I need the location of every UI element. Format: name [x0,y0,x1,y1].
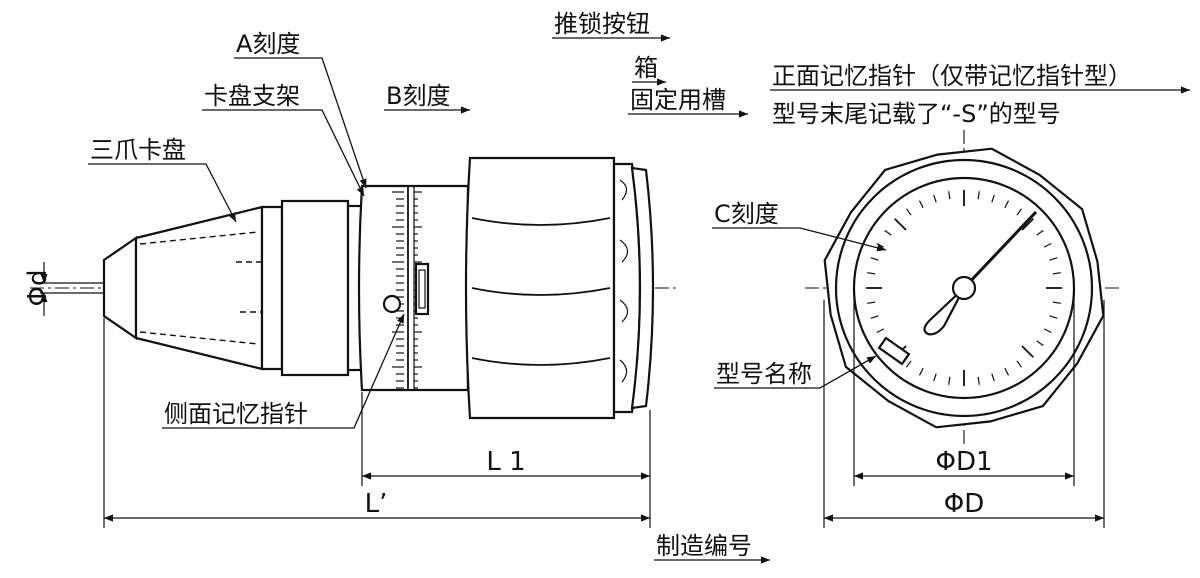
c-scale-tick [1016,360,1023,368]
label-model-name: 型号名称 [716,360,812,388]
housing-hex [464,156,616,420]
chuck-bracket-body [280,199,350,377]
c-scale-tick [1052,301,1061,304]
dim-phi-d1: ΦD1 [935,447,992,477]
c-scale-tick [1043,328,1052,334]
label-front-memory-pointer-2: 型号末尾记载了“-S”的型号 [772,100,1061,128]
c-scale-tick [1021,345,1034,358]
c-scale-tick [867,272,876,275]
leader-chuck-bracket [202,109,365,197]
text-labels: A刻度 推锁按钮 箱 固定用槽 卡盘支架 B刻度 三爪卡盘 侧面记忆指针 正面记… [23,10,1132,560]
c-scale-tick [977,191,980,200]
c-scale-tick [933,373,937,382]
c-scale-tick [933,194,937,203]
pointer-hub [951,275,977,301]
label-three-jaw-chuck: 三爪卡盘 [90,136,186,164]
c-scale-tick [1016,208,1023,216]
chuck-nose [102,235,138,341]
chuck-cone [134,205,264,371]
leader-side-pointer [162,313,405,429]
c-scale-tick [894,218,907,231]
c-scale-tick [870,315,879,319]
leader-model-name [714,355,877,389]
c-scale-tick [870,257,879,261]
label-c-scale: C刻度 [714,200,779,228]
label-side-memory-pointer: 侧面记忆指针 [164,400,308,428]
label-serial-number: 制造编号 [656,532,752,560]
dim-phi-d: Φd [23,270,53,307]
side-view [30,156,680,420]
main-pointer [923,287,965,336]
c-scale-tick [1052,272,1061,275]
dimension-lines [40,262,1105,528]
c-scale-tick [884,229,892,236]
c-scale-tick [1021,218,1034,231]
front-view [805,130,1120,445]
c-scale-tick [977,376,980,385]
leader-three-jaw [88,163,237,223]
label-a-scale: A刻度 [236,30,300,58]
label-box: 箱 [634,54,658,82]
label-b-scale: B刻度 [386,82,450,110]
c-scale-tick [1049,315,1058,319]
push-lock-button[interactable] [414,262,430,316]
c-scale-tick [948,376,951,385]
c-scale-tick [1036,340,1044,347]
leader-lines [88,34,1190,564]
end-cap [630,166,655,410]
leader-a-scale [234,57,367,189]
hex-facets [471,217,611,366]
c-scale-tick [948,191,951,200]
model-name-plate [877,336,911,366]
dim-l1: L 1 [486,447,525,477]
c-scale-tick [876,328,885,334]
c-scale-tick [918,367,924,376]
dim-l-prime: L’ [365,489,388,519]
label-chuck-bracket: 卡盘支架 [204,82,300,110]
label-push-lock-button: 推锁按钮 [554,10,650,38]
label-fixing-groove: 固定用槽 [630,86,726,114]
c-scale-tick [1004,200,1010,209]
c-scale-tick [905,360,912,368]
c-scale-ticks [866,190,1062,386]
c-scale-tick [867,301,876,304]
leader-c-scale [712,227,887,252]
chuck-collar [260,205,284,371]
c-scale-tick [918,200,924,209]
side-memory-pointer-knob [382,294,402,314]
front-memory-pointer [962,210,1038,290]
c-scale-tick [1043,242,1052,248]
c-scale-tick [1004,367,1010,376]
c-scale-tick [991,194,995,203]
c-scale-tick [991,373,995,382]
c-scale-tick [1049,257,1058,261]
label-front-memory-pointer-1: 正面记忆指针（仅带记忆指针型） [772,62,1132,90]
c-scale-tick [1036,229,1044,236]
dim-phi-D: ΦD [944,489,985,519]
c-scale-tick [905,208,912,216]
